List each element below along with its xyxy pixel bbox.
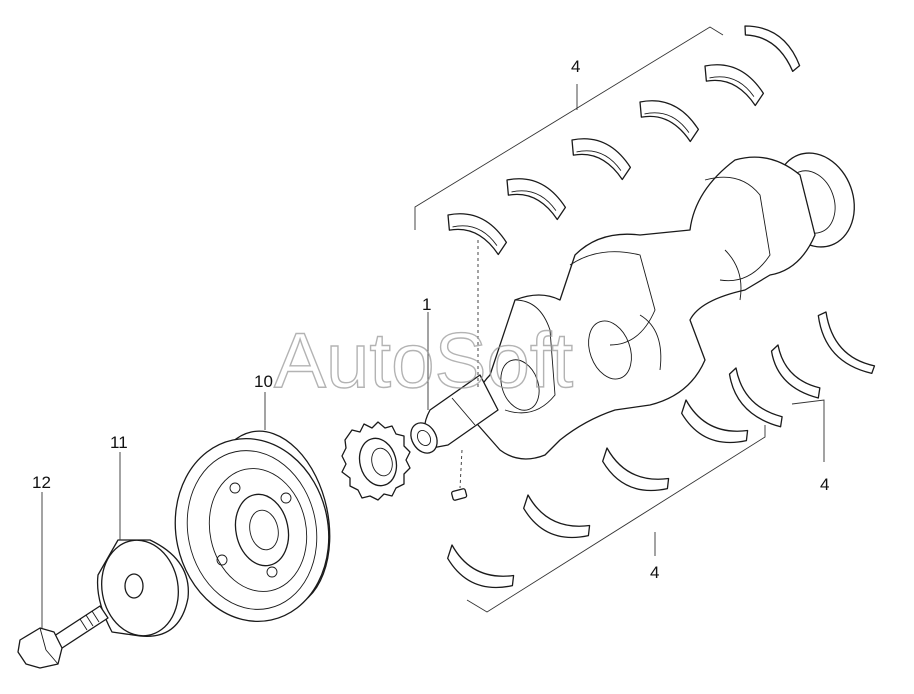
bearing-shell bbox=[639, 100, 700, 143]
thrust-washer bbox=[817, 311, 876, 375]
callout-pulley: 10 bbox=[254, 372, 273, 391]
lower-bearing-shells bbox=[447, 399, 749, 589]
bearing-shell bbox=[447, 213, 508, 256]
upper-bearing-shells bbox=[447, 25, 801, 256]
bearing-shell bbox=[506, 178, 567, 221]
right-bearing-bracket bbox=[791, 399, 825, 462]
bearing-shell bbox=[681, 399, 749, 444]
bearing-shell bbox=[770, 344, 821, 399]
timing-gear bbox=[341, 421, 411, 501]
bearing-shell bbox=[447, 544, 515, 589]
bearing-shell bbox=[523, 494, 591, 539]
crankshaft bbox=[410, 152, 855, 460]
bearing-shell bbox=[571, 138, 632, 181]
crankshaft-pulley bbox=[174, 430, 331, 623]
bearing-shell bbox=[704, 64, 765, 107]
crankshaft-key bbox=[451, 449, 468, 501]
callout-leaders bbox=[41, 312, 429, 628]
pulley-bolt bbox=[17, 605, 109, 669]
pulley-washer bbox=[96, 539, 189, 637]
callout-washer: 11 bbox=[110, 433, 128, 452]
bearing-shell bbox=[602, 447, 670, 492]
callout-crankshaft: 1 bbox=[422, 295, 431, 314]
callout-bearings-right: 4 bbox=[820, 475, 829, 494]
callout-bolt: 12 bbox=[32, 473, 51, 492]
right-bearing-shells bbox=[728, 311, 876, 428]
watermark: AutoSoft bbox=[274, 316, 574, 404]
upper-bearing-bracket bbox=[414, 26, 724, 230]
bearing-shell bbox=[728, 367, 783, 428]
callout-bearings-top: 4 bbox=[571, 57, 580, 76]
callout-bearings-bottom: 4 bbox=[650, 563, 659, 582]
lower-bearing-bracket bbox=[466, 425, 766, 613]
thrust-washer bbox=[744, 25, 801, 72]
